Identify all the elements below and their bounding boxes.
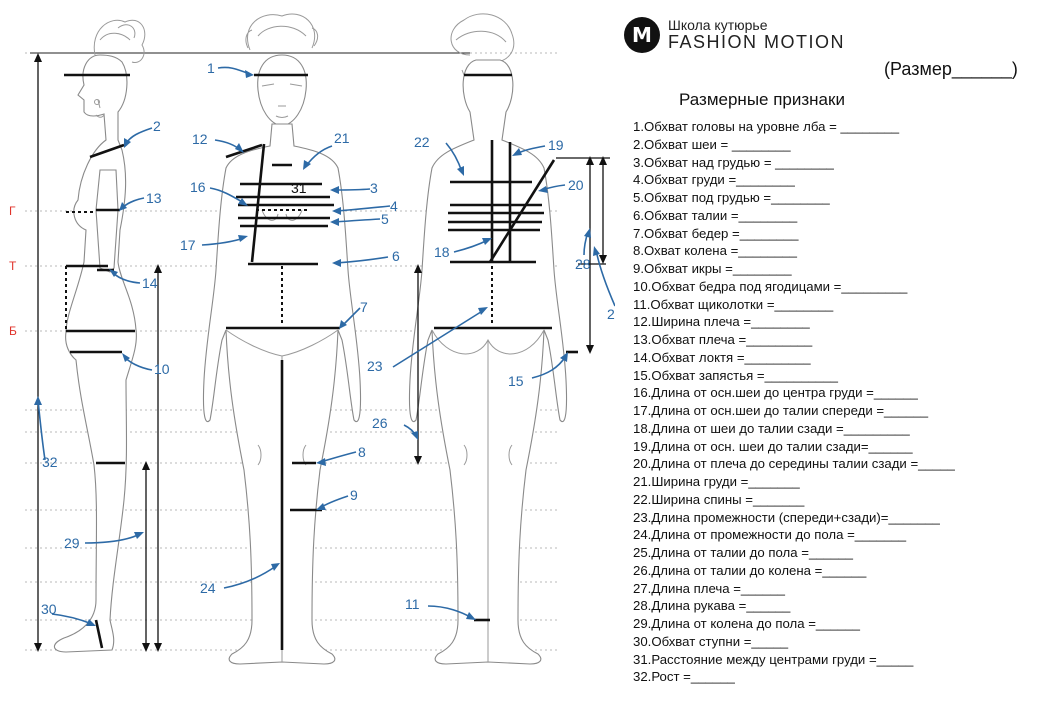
measurement-item: 5.Обхват под грудью =________ <box>633 190 830 205</box>
side-view-figure <box>53 19 146 653</box>
callout-29: 29 <box>64 535 80 551</box>
level-label-b: Б <box>9 324 17 338</box>
measurement-item: 12.Ширина плеча =________ <box>633 314 810 330</box>
callout-13: 13 <box>146 190 162 206</box>
measurement-item: 13.Обхват плеча =_________ <box>633 332 813 347</box>
brand-line-1: Школа кутюрье <box>668 17 768 34</box>
measurement-item: 24.Длина от промежности до пола =_______ <box>633 527 907 543</box>
level-label-g: Г <box>9 204 16 218</box>
measurement-item: 26.Длина от талии до колена =______ <box>633 562 867 578</box>
measurement-item: 21.Ширина груди =_______ <box>633 474 800 489</box>
measurement-item: 11.Обхват щиколотки =________ <box>633 296 834 312</box>
brand-line-2: FASHION MOTION <box>668 31 846 52</box>
callout-14: 14 <box>142 275 158 291</box>
measurement-item: 6.Обхват талии =________ <box>633 207 798 223</box>
measurement-item: 25.Длина от талии до пола =______ <box>633 545 853 560</box>
callout-8: 8 <box>358 444 366 460</box>
measurement-item: 4.Обхват груди =________ <box>633 172 795 188</box>
callout-pointers <box>34 66 615 626</box>
callout-4: 4 <box>390 198 398 214</box>
callout-10: 10 <box>154 361 170 377</box>
callout-7: 7 <box>360 299 368 315</box>
measurement-item: 20.Длина от плеча до середины талии сзад… <box>633 456 955 472</box>
callout-21: 21 <box>334 130 350 146</box>
list-title: Размерные признаки <box>679 90 845 109</box>
measurement-item: 1.Обхват головы на уровне лба = ________ <box>633 119 900 134</box>
callout-26: 26 <box>372 415 388 431</box>
measurement-item: 7.Обхват бедер =________ <box>633 225 799 241</box>
callout-2: 2 <box>153 118 161 134</box>
brand: M Школа кутюрье FASHION MOTION <box>624 17 845 53</box>
measurement-list: 1.Обхват головы на уровне лба = ________… <box>633 118 955 686</box>
level-label-t: Т <box>9 259 17 273</box>
callout-19: 19 <box>548 137 564 153</box>
callout-16: 16 <box>190 179 206 195</box>
measurement-item: 23.Длина промежности (спереди+сзади)=___… <box>633 509 940 525</box>
measurement-item: 17.Длина от осн.шеи до талии спереди =__… <box>633 403 929 418</box>
dimension-arrows <box>34 53 610 652</box>
body-measurement-diagram: Г Т Б 1 2 3 4 5 6 7 8 9 10 11 12 13 14 1… <box>9 13 615 665</box>
callout-9: 9 <box>350 487 358 503</box>
measurement-item: 18.Длина от шеи до талии сзади =________… <box>633 420 910 436</box>
measurement-item: 10.Обхват бедра под ягодицами =_________ <box>633 278 908 294</box>
measurement-item: 15.Обхват запястья =__________ <box>633 367 838 383</box>
callout-31: 31 <box>291 180 307 196</box>
measurement-item: 31.Расстояние между центрами груди =____… <box>633 651 914 667</box>
callout-5: 5 <box>381 211 389 227</box>
measurement-item: 27.Длина плеча =______ <box>633 580 785 596</box>
measurement-item: 22.Ширина спины =_______ <box>633 491 805 507</box>
measurement-item: 2.Обхват шеи = ________ <box>633 136 791 152</box>
measurement-item: 14.Обхват локтя =_________ <box>633 349 811 365</box>
brand-logo-icon: M <box>624 17 660 53</box>
callout-1: 1 <box>207 60 215 76</box>
callout-17: 17 <box>180 237 196 253</box>
callout-6: 6 <box>392 248 400 264</box>
measurement-item: 19.Длина от осн. шеи до талии сзади=____… <box>633 438 913 454</box>
callout-18: 18 <box>434 244 450 260</box>
back-view-figure <box>408 13 568 665</box>
measurement-item: 32.Рост =______ <box>633 669 735 685</box>
callout-11: 11 <box>405 596 420 612</box>
callout-27: 27 <box>607 306 615 322</box>
callout-22: 22 <box>414 134 430 150</box>
measurement-item: 8.Охват колена =________ <box>633 243 797 259</box>
callout-30: 30 <box>41 601 57 617</box>
measurement-item: 16.Длина от осн.шеи до центра груди =___… <box>633 385 918 401</box>
measurement-item: 3.Обхват над грудью = ________ <box>633 154 834 170</box>
callout-28: 28 <box>575 256 591 272</box>
measurement-item: 28.Длина рукава =______ <box>633 598 791 614</box>
callout-15: 15 <box>508 373 524 389</box>
size-label: (Размер______) <box>884 59 1018 79</box>
measurement-item: 29.Длина от колена до пола =______ <box>633 616 860 631</box>
measurement-item: 9.Обхват икры =________ <box>633 261 792 276</box>
brand-text: Школа кутюрье FASHION MOTION <box>668 18 845 52</box>
measurement-item: 30.Обхват ступни =_____ <box>633 633 789 649</box>
callout-3: 3 <box>370 180 378 196</box>
callout-20: 20 <box>568 177 584 193</box>
callout-24: 24 <box>200 580 216 596</box>
callout-12: 12 <box>192 131 208 147</box>
callout-32: 32 <box>42 454 58 470</box>
callout-23: 23 <box>367 358 383 374</box>
